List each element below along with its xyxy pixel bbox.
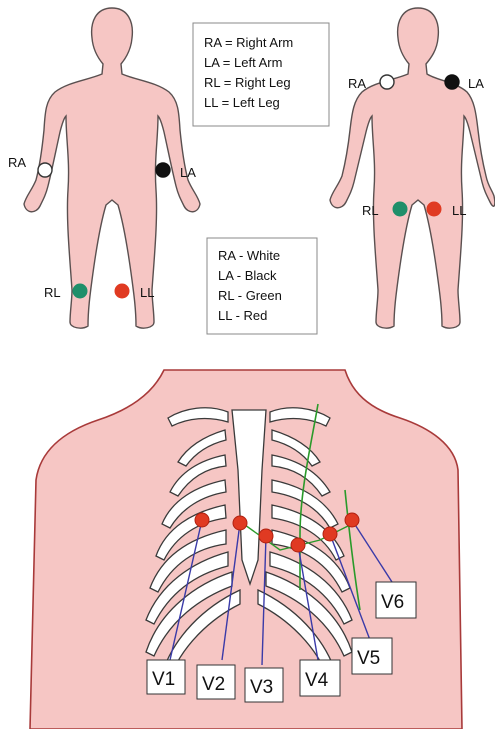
back-ll-label: LL	[452, 203, 466, 218]
front-la-label: LA	[180, 165, 196, 180]
back-la-label: LA	[468, 76, 484, 91]
back-ll-electrode	[427, 202, 441, 216]
back-rl-label: RL	[362, 203, 379, 218]
front-ra-electrode	[38, 163, 52, 177]
v5-label-box: V5	[352, 638, 392, 674]
legend-abbrev-line: LL = Left Leg	[204, 95, 280, 110]
legend-color-line: LA - Black	[218, 268, 277, 283]
color-legend: RA - White LA - Black RL - Green LL - Re…	[207, 238, 317, 334]
legend-color-line: LL - Red	[218, 308, 267, 323]
v1-electrode	[195, 513, 209, 527]
v4-electrode	[291, 538, 305, 552]
v6-label: V6	[381, 592, 404, 613]
legend-abbrev-line: RA = Right Arm	[204, 35, 293, 50]
back-body-figure	[330, 8, 495, 328]
front-ra-label: RA	[8, 155, 26, 170]
front-ll-label: LL	[140, 285, 154, 300]
legend-abbrev-line: RL = Right Leg	[204, 75, 291, 90]
v3-electrode	[259, 529, 273, 543]
v3-label: V3	[250, 677, 273, 698]
back-la-electrode	[445, 75, 459, 89]
v5-label: V5	[357, 648, 380, 669]
v1-label: V1	[152, 669, 175, 690]
v4-label-box: V4	[300, 660, 340, 696]
legend-color-line: RA - White	[218, 248, 280, 263]
front-rl-electrode	[73, 284, 87, 298]
front-la-electrode	[156, 163, 170, 177]
legend-abbrev-line: LA = Left Arm	[204, 55, 282, 70]
abbreviation-legend: RA = Right Arm LA = Left Arm RL = Right …	[193, 23, 329, 126]
back-ra-label: RA	[348, 76, 366, 91]
v1-label-box: V1	[147, 660, 185, 694]
front-rl-label: RL	[44, 285, 61, 300]
legend-color-line: RL - Green	[218, 288, 282, 303]
v2-label-box: V2	[197, 665, 235, 699]
back-rl-electrode	[393, 202, 407, 216]
v6-electrode	[345, 513, 359, 527]
v4-label: V4	[305, 670, 329, 691]
v2-electrode	[233, 516, 247, 530]
back-ra-electrode	[380, 75, 394, 89]
v5-electrode	[323, 527, 337, 541]
v6-label-box: V6	[376, 582, 416, 618]
v2-label: V2	[202, 674, 225, 695]
front-ll-electrode	[115, 284, 129, 298]
v3-label-box: V3	[245, 668, 283, 702]
